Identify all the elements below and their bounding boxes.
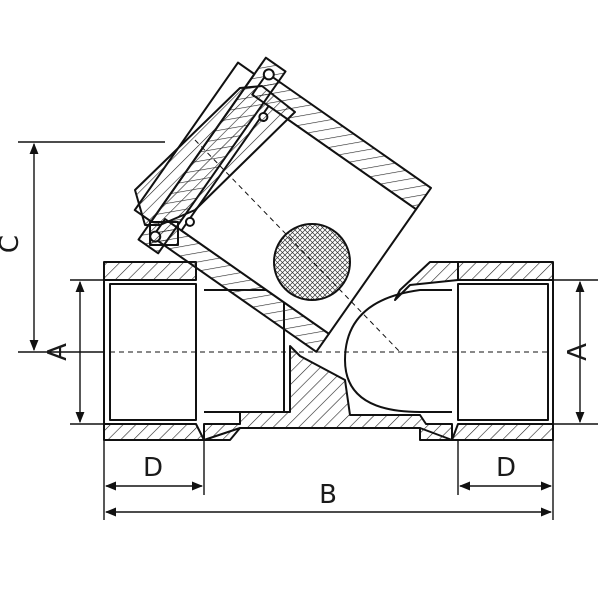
center-lines bbox=[110, 139, 548, 353]
dimension-label-a-left: A bbox=[43, 343, 73, 361]
left-bore bbox=[109, 283, 197, 421]
strainer-screen bbox=[273, 223, 351, 301]
right-top-wall bbox=[457, 261, 554, 281]
right-inner-bore bbox=[344, 289, 452, 413]
bonnet-cap bbox=[134, 85, 296, 226]
dimension-label-d-left: D bbox=[143, 453, 163, 483]
dimension-label-a-right: A bbox=[563, 343, 593, 361]
center-bottom-body bbox=[203, 345, 453, 441]
dimension-lines bbox=[18, 141, 598, 520]
left-top-wall bbox=[103, 261, 197, 281]
valve-body bbox=[103, 56, 554, 441]
right-chamber-wall bbox=[394, 261, 459, 301]
cap-nut bbox=[149, 221, 179, 246]
left-bottom-wall bbox=[103, 423, 205, 441]
dimension-label-b: B bbox=[319, 480, 337, 510]
dimension-label-d-right: D bbox=[496, 453, 516, 483]
right-bottom-wall bbox=[451, 423, 554, 441]
body-outline bbox=[103, 262, 554, 441]
right-bore bbox=[457, 283, 549, 421]
dimension-label-c: C bbox=[0, 235, 25, 253]
